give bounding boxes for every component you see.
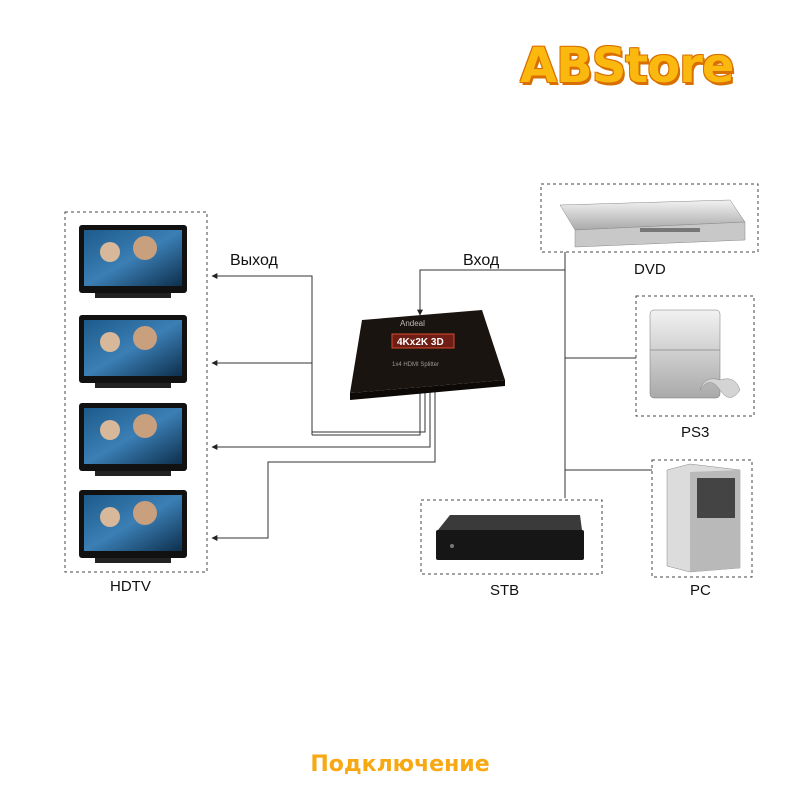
dvd-box: [540, 183, 759, 253]
output-wire-tv-1b: [312, 392, 421, 436]
tv-4: [79, 490, 187, 563]
output-wires: [211, 273, 436, 541]
ps3-console: [649, 309, 741, 399]
output-wire-tv-4: [211, 392, 436, 541]
dvd-player: [559, 199, 746, 248]
output-wire-tv-1: [211, 273, 313, 435]
hdtv-label: HDTV: [110, 578, 151, 595]
stb-label: STB: [490, 582, 520, 599]
ps3-box: [635, 295, 755, 417]
tv-2: [79, 315, 187, 388]
brand-logo: ABStore: [520, 38, 734, 94]
stb-receiver: [436, 515, 584, 560]
output-wire-tv-2: [211, 360, 426, 433]
pc-label: PC: [690, 582, 711, 599]
stb-box: [420, 499, 603, 575]
pc-tower: [666, 463, 741, 573]
input-label: Вход: [463, 252, 500, 269]
ps3-label: PS3: [681, 424, 710, 441]
splitter-badge: 4Kx2K 3D: [397, 337, 444, 348]
output-label: Выход: [230, 252, 278, 269]
footer-caption: Подключение: [310, 752, 490, 777]
dvd-label: DVD: [634, 261, 666, 278]
hdtv-group-box: [64, 211, 208, 573]
input-wires: [417, 252, 652, 498]
tv-3: [79, 403, 187, 476]
output-wire-tv-3: [211, 392, 431, 450]
tv-1: [79, 225, 187, 298]
splitter-brand: Andeal: [400, 319, 425, 328]
hdmi-splitter: Andeal 4Kx2K 3D 1x4 HDMI Splitter: [350, 310, 505, 400]
pc-box: [651, 459, 753, 578]
splitter-subtitle: 1x4 HDMI Splitter: [392, 362, 439, 368]
